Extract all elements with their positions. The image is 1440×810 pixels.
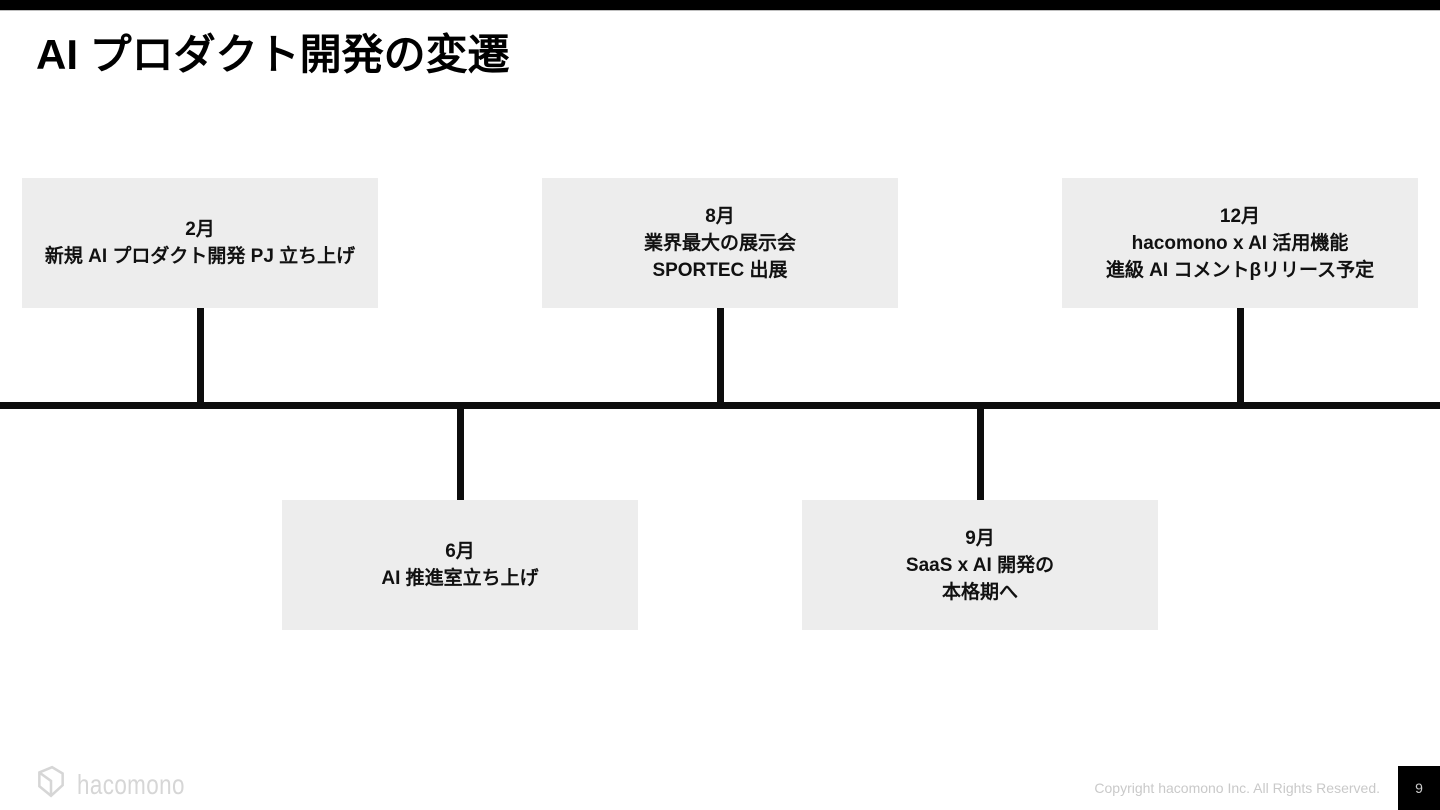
- event-month: 9月: [965, 527, 995, 549]
- copyright-text: Copyright hacomono Inc. All Rights Reser…: [1094, 780, 1380, 796]
- event-month: 12月: [1219, 205, 1261, 227]
- page-number: 9: [1415, 780, 1423, 796]
- connector-dec: [1237, 307, 1244, 402]
- event-month: 2月: [185, 219, 215, 240]
- timeline-axis: [0, 402, 1440, 409]
- event-box-june: 6月 AI 推進室立ち上げ: [282, 500, 638, 630]
- event-description-line: 業界最大の展示会: [643, 232, 796, 254]
- event-description-line: 新規 AI プロダクト開発 PJ 立ち上げ: [44, 246, 356, 267]
- logo-wordmark: hacomono: [77, 768, 185, 800]
- top-accent-bar: [0, 0, 1440, 11]
- event-description-line: SPORTEC 出展: [652, 259, 788, 281]
- event-description-line: AI 推進室立ち上げ: [381, 568, 539, 589]
- page-title: AI プロダクト開発の変遷: [36, 31, 510, 78]
- connector-feb: [197, 307, 204, 402]
- event-box-september: 9月 SaaS x AI 開発の 本格期へ: [802, 500, 1158, 630]
- connector-sep: [977, 409, 984, 502]
- event-box-december: 12月 hacomono x AI 活用機能 進級 AI コメントβリリース予定: [1062, 178, 1418, 308]
- event-description-line: 進級 AI コメントβリリース予定: [1105, 259, 1375, 281]
- page-number-box: 9: [1398, 766, 1440, 810]
- event-box-august: 8月 業界最大の展示会 SPORTEC 出展: [542, 178, 898, 308]
- event-month: 6月: [445, 541, 475, 562]
- footer-logo: hacomono: [34, 764, 212, 805]
- hacomono-box-mark-icon: [34, 764, 68, 805]
- connector-aug: [717, 307, 724, 402]
- event-description-line: SaaS x AI 開発の: [905, 554, 1055, 576]
- event-box-february: 2月 新規 AI プロダクト開発 PJ 立ち上げ: [22, 178, 378, 308]
- event-description-line: hacomono x AI 活用機能: [1131, 232, 1349, 254]
- event-description-line: 本格期へ: [941, 581, 1018, 603]
- event-month: 8月: [705, 205, 735, 227]
- connector-jun: [457, 409, 464, 502]
